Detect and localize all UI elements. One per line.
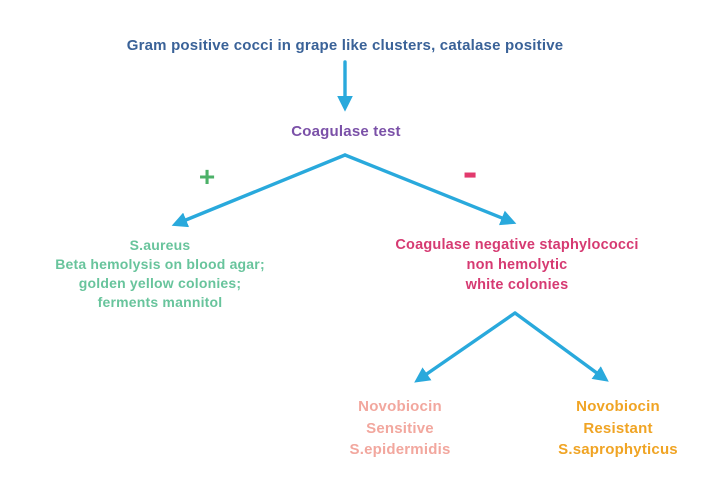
node-line: Beta hemolysis on blood agar; <box>55 256 265 272</box>
node-line: ferments mannitol <box>97 294 223 310</box>
node-line: S.aureus <box>129 237 191 253</box>
node-line: Sensitive <box>366 419 434 437</box>
node-coagulase-test: Coagulase test <box>291 123 401 140</box>
node-line: Coagulase negative staphylococci <box>395 237 639 253</box>
node-line: Novobiocin <box>358 398 442 415</box>
title-text: Gram positive cocci in grape like cluste… <box>126 37 564 54</box>
negative-sign: − <box>463 148 477 202</box>
node-line: white colonies <box>465 277 569 293</box>
node-s-epidermidis: Novobiocin Sensitive S.epidermidis <box>350 396 451 461</box>
positive-sign: + <box>198 161 216 192</box>
node-s-saprophyticus: Novobiocin Resistant S.saprophyticus <box>558 396 678 461</box>
node-line: Novobiocin <box>576 398 660 415</box>
node-line: Resistant <box>583 419 653 437</box>
node-line: golden yellow colonies; <box>78 275 242 291</box>
node-s-aureus: S.aureus Beta hemolysis on blood agar; g… <box>55 236 265 312</box>
node-line: S.saprophyticus <box>558 441 678 458</box>
node-coagulase-negative-staph: Coagulase negative staphylococci non hem… <box>395 235 638 295</box>
arrow-negative-to-saprophyticus-icon <box>513 311 609 382</box>
arrow-negative-to-epidermidis-icon <box>414 311 517 383</box>
node-line: S.epidermidis <box>349 441 451 458</box>
node-line: non hemolytic <box>466 257 568 273</box>
arrow-coagulase-to-negative-icon <box>343 153 517 226</box>
